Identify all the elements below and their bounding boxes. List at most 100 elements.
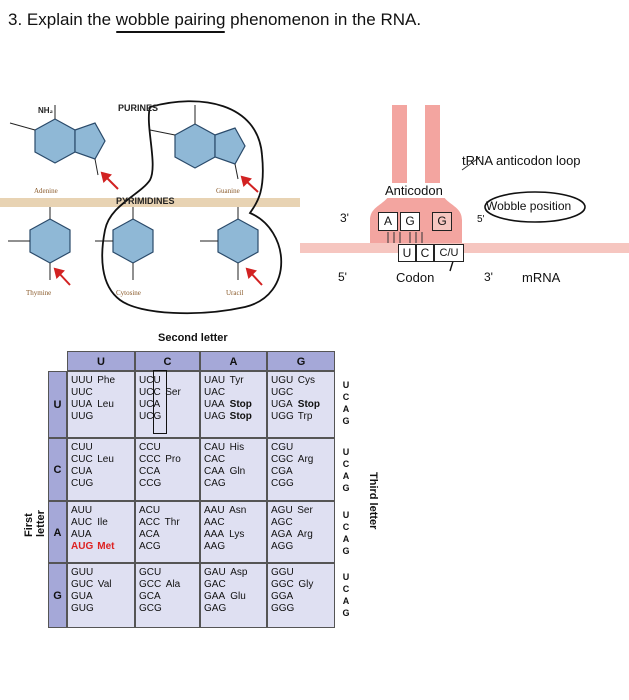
codon-triplet: GUU <box>71 567 94 578</box>
pyrimidines-title: PYRIMIDINES <box>116 196 175 206</box>
third-letter: A <box>342 471 350 481</box>
codon-triplet: AGC <box>271 517 293 528</box>
amino-acid <box>97 442 114 454</box>
codon-triplet: CUA <box>71 466 93 477</box>
codon-triplet: GGA <box>271 591 294 602</box>
amino-acid: Pro <box>165 454 181 465</box>
codon-triplet: UGG <box>271 411 294 422</box>
codon-triplet: GCU <box>139 567 162 578</box>
codon-triplet: CUG <box>71 478 94 489</box>
third-letter: U <box>342 380 350 390</box>
codon-triplet: GCC <box>139 579 162 590</box>
codon-triplet: UCG <box>139 411 162 422</box>
codon-triplet: CCA <box>139 466 161 477</box>
codon-triplet: UAU <box>204 375 226 386</box>
purines-title: PURINES <box>118 103 159 113</box>
codon-triplet: UGA <box>271 399 293 410</box>
question-number: 3. <box>8 10 23 29</box>
codon-triplet: AAA <box>204 529 225 540</box>
codon-triplet: AGG <box>271 541 294 552</box>
third-letter: G <box>342 608 350 618</box>
amino-acid <box>97 478 114 490</box>
codon-triplet: GUA <box>71 591 93 602</box>
trna-diagram <box>300 105 629 272</box>
second-letter-header: C <box>135 351 200 371</box>
codon-triplet: UGC <box>271 387 294 398</box>
amino-acid: Ile <box>97 517 108 528</box>
amino-acid <box>166 567 180 579</box>
codon-triplet: AUU <box>71 505 93 516</box>
amino-acid <box>97 387 115 399</box>
amino-acid <box>165 466 181 478</box>
question-pre: Explain the <box>26 10 112 29</box>
third-letter: A <box>342 596 350 606</box>
nucleobase-figure <box>0 100 300 315</box>
adenine-structure <box>9 105 106 176</box>
codon-triplet: AAG <box>204 541 226 552</box>
first-letter-label: First letter <box>23 510 47 537</box>
amino-acid <box>230 579 247 591</box>
amino-acid: Ser <box>165 387 181 398</box>
handdrawn-ucc-box <box>153 370 167 434</box>
codon-triplet: UUG <box>71 411 94 422</box>
codon-box-3: C/U <box>434 244 464 262</box>
codon-triplet: GGG <box>271 603 295 614</box>
uracil-caption: Uracil <box>226 289 244 297</box>
codon-table-title: Second letter <box>158 332 228 344</box>
hbond-hatch <box>387 232 423 243</box>
amino-acid: Tyr <box>229 375 244 386</box>
guanine-structure <box>149 105 246 180</box>
nh2-label-adenine: NH₂ <box>38 106 54 115</box>
wobble-5-label: 5' <box>477 214 485 225</box>
amino-acid <box>298 567 313 579</box>
amino-acid <box>165 375 181 387</box>
thymine-caption: Thymine <box>26 289 52 297</box>
third-letter-label: Third letter <box>367 472 379 530</box>
amino-acid <box>230 603 247 615</box>
amino-acid <box>297 517 313 529</box>
codon-triplet: GGC <box>271 579 294 590</box>
amino-acid <box>297 541 313 553</box>
amino-acid: Met <box>97 541 115 552</box>
trna-loop-label: tRNA anticodon loop <box>462 153 581 168</box>
third-letter: G <box>342 483 350 493</box>
amino-acid: Leu <box>97 399 114 410</box>
codon-triplet: UUC <box>71 387 93 398</box>
amino-acid: Asn <box>229 505 247 516</box>
second-letter-header: U <box>67 351 135 371</box>
codon-triplet: UCA <box>139 399 161 410</box>
third-letter: C <box>342 459 350 469</box>
amino-acid: His <box>229 442 245 453</box>
codon-triplet: CGC <box>271 454 294 465</box>
amino-acid <box>97 411 115 423</box>
amino-acid <box>98 603 112 615</box>
amino-acid <box>165 399 181 411</box>
codon-triplet: CAU <box>204 442 226 453</box>
mrna-strand <box>300 243 629 253</box>
codon-triplet: CAC <box>204 454 226 465</box>
first-letter-header: G <box>48 563 67 628</box>
amino-acid: Asp <box>230 567 248 578</box>
mrna-5-end: 5' <box>338 270 347 284</box>
codon-triplet: CGG <box>271 478 294 489</box>
codon-triplet: ACU <box>139 505 161 516</box>
first-letter-header: U <box>48 371 67 438</box>
codon-triplet: GAU <box>204 567 226 578</box>
codon-label: Codon <box>396 270 435 285</box>
amino-acid <box>97 505 114 517</box>
codon-triplet: UUA <box>71 399 93 410</box>
amino-acid <box>165 529 180 541</box>
amino-acid <box>230 478 246 490</box>
amino-acid <box>165 505 180 517</box>
handdrawn-circle <box>101 100 282 315</box>
mrna-3-end: 3' <box>484 270 493 284</box>
